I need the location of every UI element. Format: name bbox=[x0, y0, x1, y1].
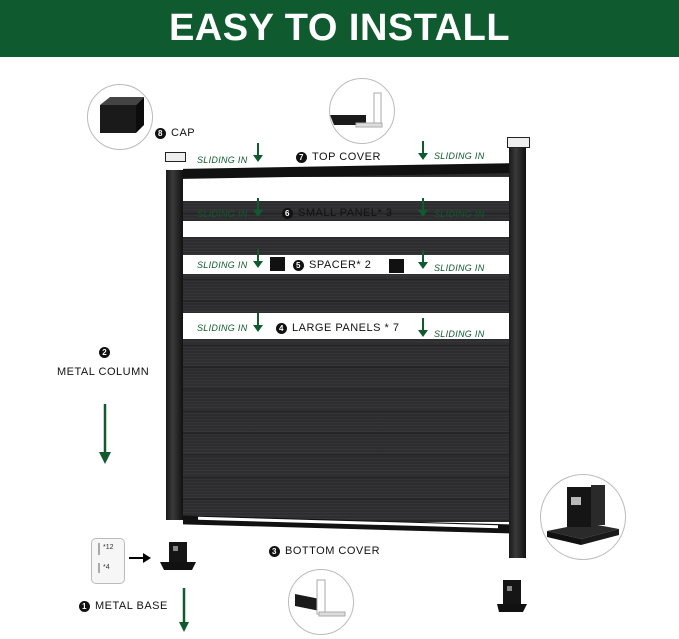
top-cover-gap bbox=[183, 177, 513, 201]
screw-long-icon bbox=[98, 543, 100, 555]
cap-icon bbox=[100, 97, 144, 133]
sliding-in-label: SLIDING IN bbox=[434, 151, 485, 161]
top-cover-detail-circle bbox=[329, 78, 395, 144]
sliding-in-label: SLIDING IN bbox=[434, 209, 485, 219]
spacer-gap bbox=[183, 255, 513, 274]
screw-short-icon bbox=[98, 563, 100, 573]
left-cap bbox=[165, 152, 186, 162]
sliding-in-label: SLIDING IN bbox=[197, 155, 248, 165]
down-arrow-icon bbox=[252, 198, 264, 223]
sliding-in-label: SLIDING IN bbox=[197, 260, 248, 270]
spacer-block-right bbox=[389, 259, 404, 273]
down-arrow-icon bbox=[98, 404, 112, 471]
bottom-cover-detail-circle bbox=[288, 569, 354, 635]
down-arrow-icon bbox=[178, 588, 190, 639]
metal-base-detail-circle bbox=[540, 474, 626, 560]
sliding-in-label: SLIDING IN bbox=[434, 329, 485, 339]
screws-box: *12 *4 bbox=[91, 538, 125, 584]
small-panel-gap bbox=[183, 221, 513, 237]
metal-column-label: METAL COLUMN bbox=[57, 366, 150, 378]
sliding-in-label: SLIDING IN bbox=[197, 209, 248, 219]
down-arrow-icon bbox=[417, 318, 429, 343]
bottom-cover-profile-icon bbox=[295, 579, 346, 617]
cap-detail-circle bbox=[87, 84, 153, 150]
screw-short-count: *4 bbox=[103, 564, 110, 571]
down-arrow-icon bbox=[252, 143, 264, 168]
right-column bbox=[509, 148, 526, 558]
down-arrow-icon bbox=[252, 249, 264, 274]
right-cap bbox=[507, 137, 530, 148]
metal-base-small-icon bbox=[497, 578, 527, 619]
metal-base-small-icon bbox=[160, 540, 196, 577]
spacer-block-left bbox=[270, 257, 285, 271]
down-arrow-icon bbox=[417, 141, 429, 166]
sliding-in-label: SLIDING IN bbox=[434, 263, 485, 273]
down-arrow-icon bbox=[417, 198, 429, 223]
sliding-in-label: SLIDING IN bbox=[197, 323, 248, 333]
down-arrow-icon bbox=[417, 250, 429, 275]
metal-column-number: 2 bbox=[99, 344, 115, 362]
left-column bbox=[166, 170, 183, 520]
down-arrow-icon bbox=[252, 313, 264, 338]
metal-base-icon bbox=[547, 485, 619, 545]
page-title: EASY TO INSTALL bbox=[0, 0, 679, 57]
screw-long-count: *12 bbox=[103, 544, 114, 551]
large-panel-gap bbox=[183, 313, 513, 339]
top-cover-profile-icon bbox=[330, 92, 383, 128]
right-arrow-icon bbox=[129, 551, 153, 569]
